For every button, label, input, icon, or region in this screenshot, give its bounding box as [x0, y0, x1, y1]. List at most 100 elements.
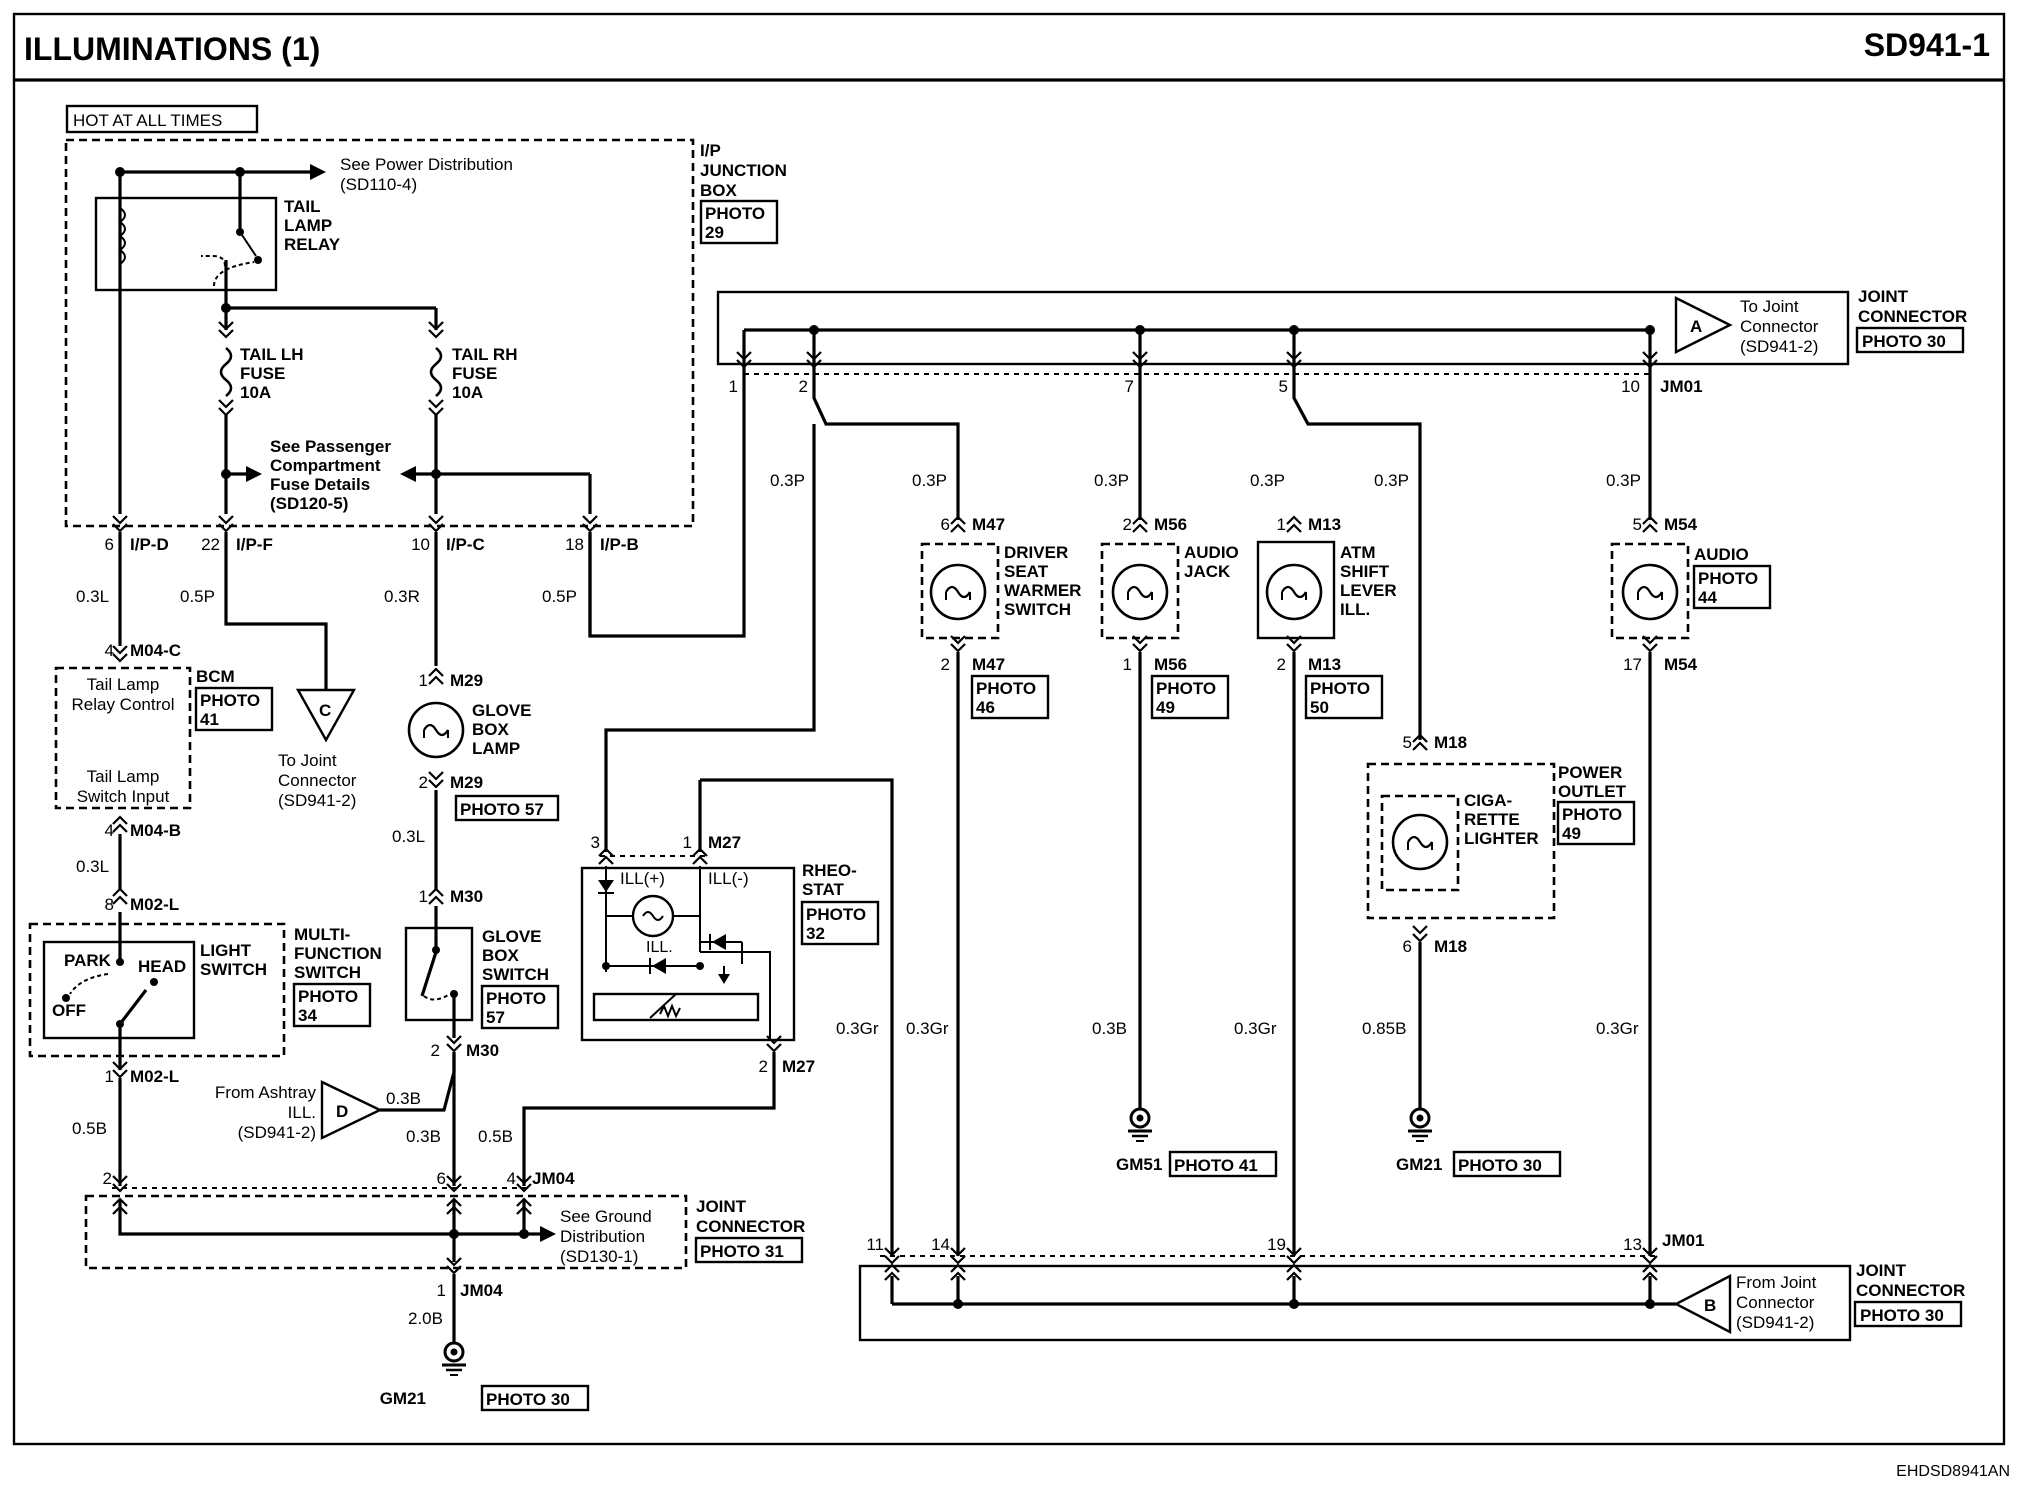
- ref-b-2: Connector: [1736, 1293, 1815, 1312]
- wire-03p-a: 0.3P: [770, 471, 805, 490]
- ref-d-triangle: [320, 1080, 383, 1140]
- ref-c-triangle: [295, 688, 357, 743]
- pass-fuse-ref-2: Compartment: [270, 456, 381, 475]
- po-label-2: OUTLET: [1558, 782, 1627, 801]
- wire-03b-b: 0.3B: [406, 1127, 441, 1146]
- au-pin-bot-name: M54: [1664, 655, 1698, 674]
- joint-connector-mid: [84, 1194, 688, 1270]
- relay-label-2: LAMP: [284, 216, 332, 235]
- rh-label-1: RHEO-: [802, 861, 857, 880]
- ds-photo-1: PHOTO: [976, 679, 1036, 698]
- ref-c-1: To Joint: [278, 751, 337, 770]
- jm-pin-2: 2: [103, 1169, 112, 1188]
- po-photo-1: PHOTO: [1562, 805, 1622, 824]
- jb-name: JM01: [1662, 1231, 1705, 1250]
- joint-top-label-2: CONNECTOR: [1858, 307, 1967, 326]
- wire-03b-c: 0.3B: [1092, 1019, 1127, 1038]
- ref-d-3: (SD941-2): [238, 1123, 316, 1142]
- ds-label-3: WARMER: [1004, 581, 1081, 600]
- ref-c-3: (SD941-2): [278, 791, 356, 810]
- junction-box-label-2: JUNCTION: [700, 161, 787, 180]
- relay-label-1: TAIL: [284, 197, 321, 216]
- wire-03p-e: 0.3P: [1374, 471, 1409, 490]
- wire-03b-a: 0.3B: [386, 1089, 421, 1108]
- wire-03gr-a: 0.3Gr: [836, 1019, 879, 1038]
- joint-bottom-photo: PHOTO 30: [1860, 1306, 1944, 1325]
- gnd-ref-3: (SD130-1): [560, 1247, 638, 1266]
- audio-jack-bulb: [1111, 563, 1169, 621]
- ref-a-triangle: [1674, 296, 1733, 354]
- ref-a-3: (SD941-2): [1740, 337, 1818, 356]
- jm-name-2: JM04: [460, 1281, 503, 1300]
- ip-junction-box: [64, 138, 695, 528]
- ground-gm51-icon: [1126, 1107, 1154, 1143]
- wire-03l-c: 0.3L: [392, 827, 425, 846]
- driver-seat-warmer-box: [920, 542, 1000, 640]
- fuse-lh-label-2: FUSE: [240, 364, 285, 383]
- atm-shift-lever-ill-box: [1256, 540, 1336, 640]
- mf-photo-2: 34: [298, 1006, 317, 1025]
- rh-pin-2-name: M27: [782, 1057, 815, 1076]
- tail-lh-fuse: [219, 346, 233, 398]
- rh-photo-1: PHOTO: [806, 905, 866, 924]
- pin-ipd-num: 6: [105, 535, 114, 554]
- jb-pin-13: 13: [1623, 1235, 1642, 1254]
- hot-label: HOT AT ALL TIMES: [73, 111, 222, 130]
- rh-ill: ILL.: [646, 939, 673, 956]
- jm-label-1: JOINT: [696, 1197, 747, 1216]
- junction-box-photo-box: [699, 199, 779, 245]
- ls-label-2: SWITCH: [200, 960, 267, 979]
- jt-pin-1: 1: [729, 377, 738, 396]
- atm-photo-2: 50: [1310, 698, 1329, 717]
- wire-03p-c: 0.3P: [1094, 471, 1129, 490]
- rh-pin-1: 1: [683, 833, 692, 852]
- power-ref-line-2: (SD110-4): [340, 175, 417, 194]
- ds-pin-top-name: M47: [972, 515, 1005, 534]
- driver-seat-warmer-bulb: [929, 563, 987, 621]
- junction-box-label-3: BOX: [700, 181, 738, 200]
- aj-pin-bot-name: M56: [1154, 655, 1187, 674]
- au-photo-1: PHOTO: [1698, 569, 1758, 588]
- au-pin-top-name: M54: [1664, 515, 1698, 534]
- ref-d-letter: D: [336, 1102, 348, 1121]
- joint-connector-top: [716, 290, 1850, 366]
- au-label-1: AUDIO: [1694, 545, 1749, 564]
- au-photo-2: 44: [1698, 588, 1717, 607]
- ref-b-letter: B: [1704, 1296, 1716, 1315]
- bcm-pin-bot-num: 4: [105, 821, 114, 840]
- jt-pin-7: 7: [1125, 377, 1134, 396]
- bcm-label: BCM: [196, 667, 235, 686]
- atm-photo-1: PHOTO: [1310, 679, 1370, 698]
- po-label-1: POWER: [1558, 763, 1622, 782]
- aj-photo-2: 49: [1156, 698, 1175, 717]
- wire-05p-a: 0.5P: [180, 587, 215, 606]
- joint-connector-bottom: [858, 1264, 1852, 1342]
- ds-photo-2: 46: [976, 698, 995, 717]
- power-outlet-box: [1366, 762, 1556, 920]
- gs-photo-1: PHOTO: [486, 989, 546, 1008]
- atm-pin-bot-num: 2: [1277, 655, 1286, 674]
- audio-box: [1610, 542, 1690, 640]
- pin-ipc-name: I/P-C: [446, 535, 485, 554]
- ref-b-3: (SD941-2): [1736, 1313, 1814, 1332]
- bcm-photo-1: PHOTO: [200, 691, 260, 710]
- fuse-rh-label-1: TAIL RH: [452, 345, 517, 364]
- ds-label-2: SEAT: [1004, 562, 1049, 581]
- page-title: ILLUMINATIONS (1): [24, 31, 320, 67]
- ds-pin-bot-num: 2: [941, 655, 950, 674]
- gs-photo-2: 57: [486, 1008, 505, 1027]
- mf-photo-1: PHOTO: [298, 987, 358, 1006]
- ref-a-1: To Joint: [1740, 297, 1799, 316]
- ref-b-1: From Joint: [1736, 1273, 1817, 1292]
- fuse-rh-label-2: FUSE: [452, 364, 497, 383]
- fuse-lh-label-1: TAIL LH: [240, 345, 304, 364]
- rh-ill-plus: ILL(+): [620, 869, 665, 888]
- bcm-pin-top-num: 4: [105, 641, 114, 660]
- joint-bottom-label-1: JOINT: [1856, 1261, 1907, 1280]
- ref-d-2: ILL.: [288, 1103, 316, 1122]
- ref-c-letter: C: [319, 701, 331, 720]
- rheostat: [580, 866, 796, 1042]
- gs-pin-bot-name: M30: [466, 1041, 499, 1060]
- aj-photo-1: PHOTO: [1156, 679, 1216, 698]
- au-pin-bot-num: 17: [1623, 655, 1642, 674]
